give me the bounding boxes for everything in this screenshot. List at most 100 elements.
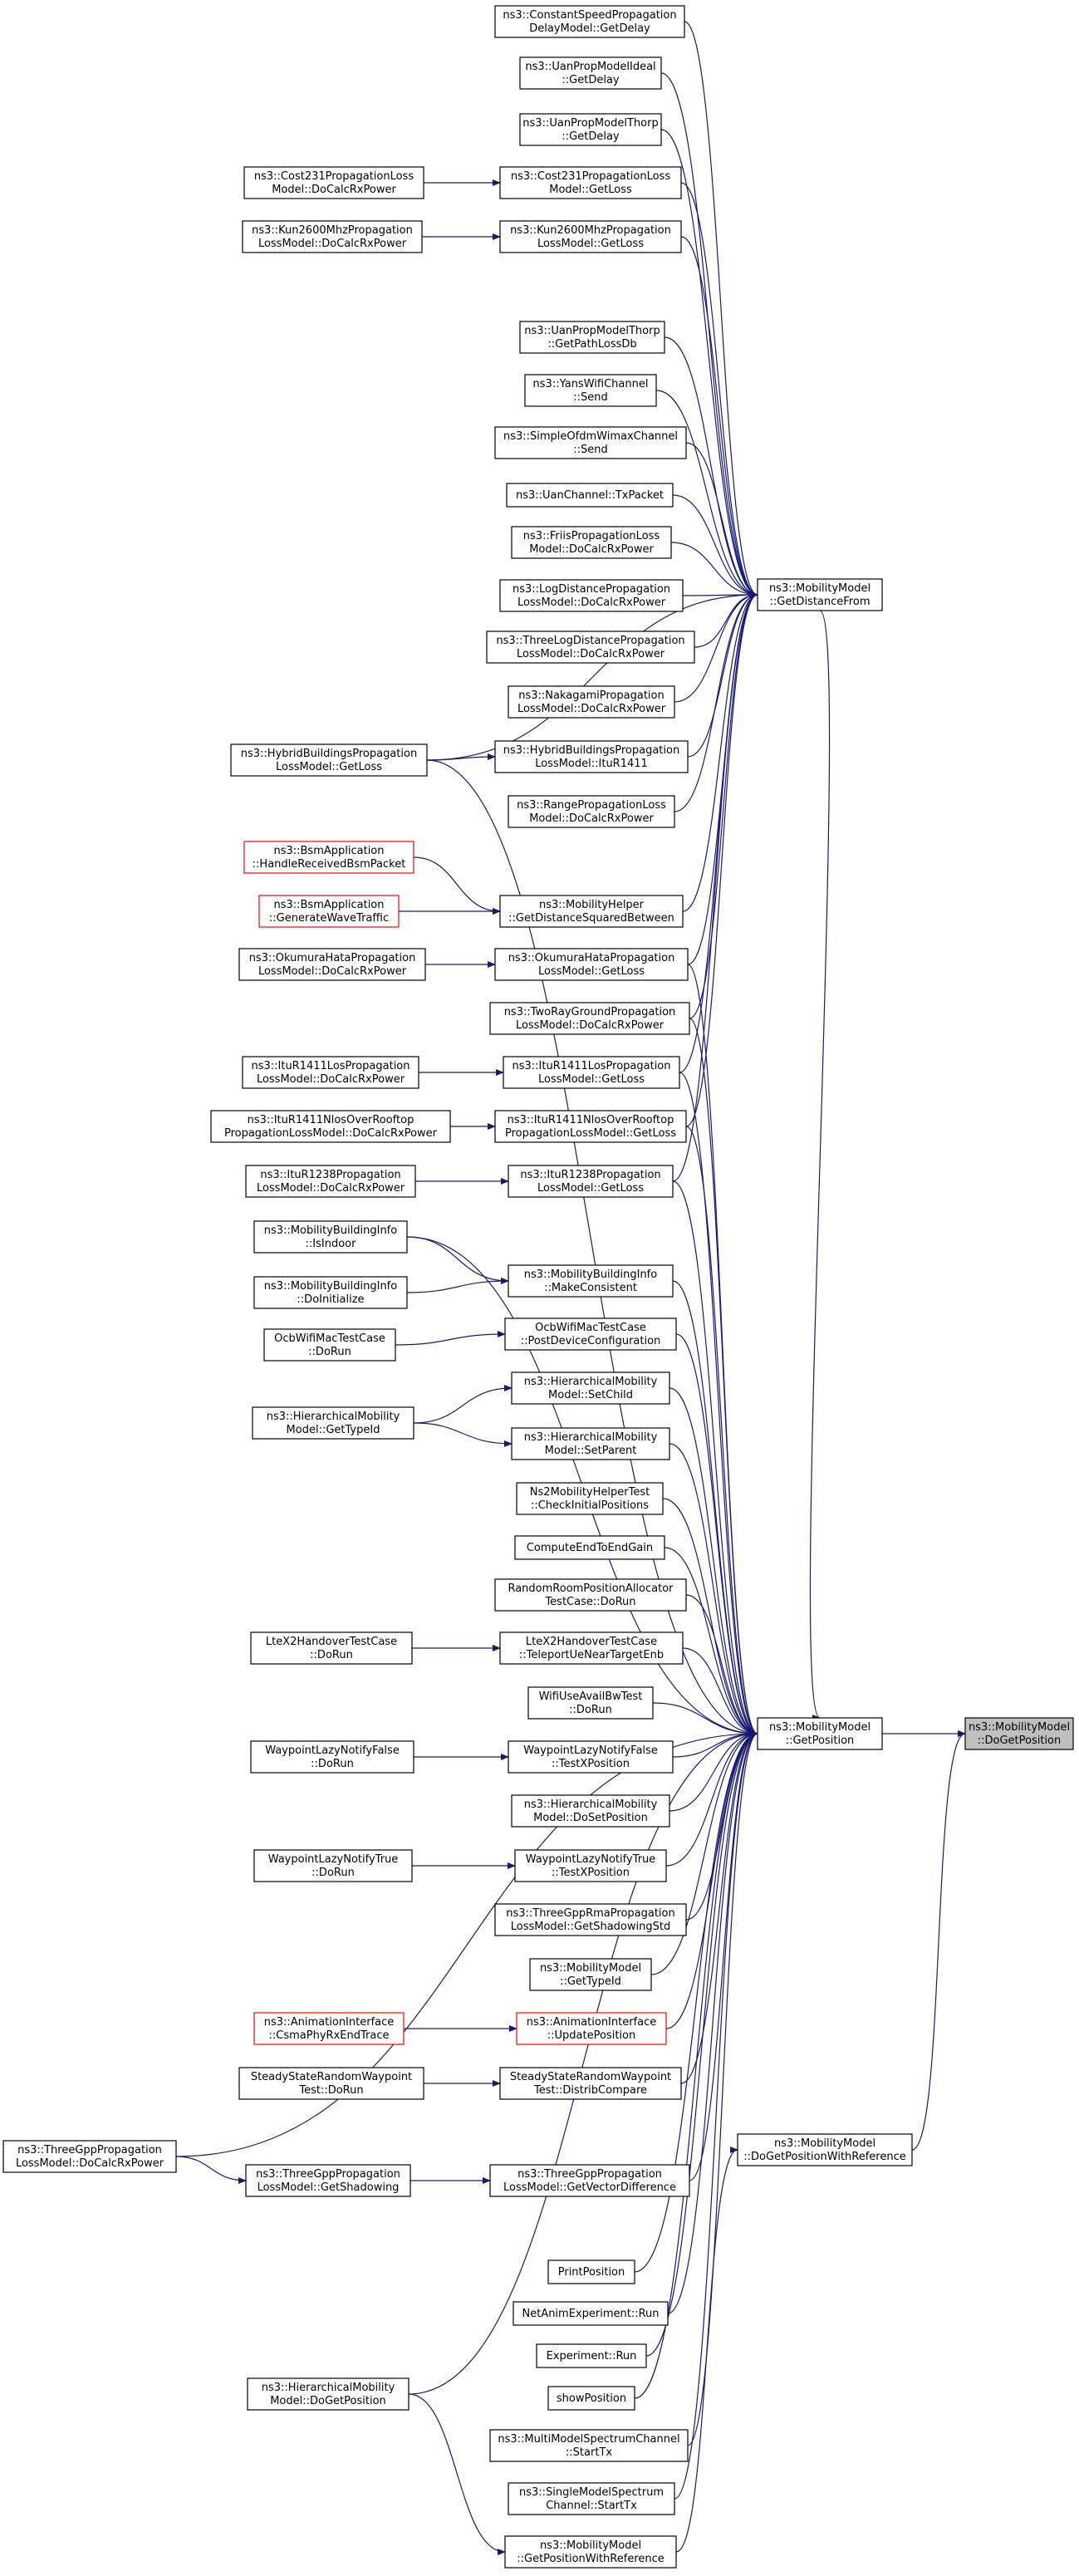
- graph-node-animupdatepos[interactable]: ns3::AnimationInterface::UpdatePosition: [516, 2012, 667, 2045]
- node-label: NetAnimExperiment::Run: [522, 2308, 659, 2320]
- graph-node-nakagami[interactable]: ns3::NakagamiPropagationLossModel::DoCal…: [508, 685, 675, 719]
- call-edge-hiergettypeid-to-hiersetchild: [413, 1385, 513, 1424]
- graph-node-wpltruetestx[interactable]: WaypointLazyNotifyTrue::TestXPosition: [514, 1849, 667, 1882]
- node-box: [245, 2164, 411, 2197]
- graph-node-wpltruedorun[interactable]: WaypointLazyNotifyTrue::DoRun: [253, 1849, 413, 1882]
- node-label: ns3::Cost231PropagationLoss: [254, 170, 414, 183]
- node-box: [250, 1631, 413, 1665]
- node-box: [210, 1110, 451, 1143]
- graph-node-hybriditur1411[interactable]: ns3::HybridBuildingsPropagationLossModel…: [494, 740, 689, 773]
- graph-node-sswpdistrib[interactable]: SteadyStateRandomWaypointTest::DistribCo…: [499, 2067, 682, 2100]
- graph-node-getposition[interactable]: ns3::MobilityModel::GetPosition: [757, 1717, 883, 1750]
- graph-node-uanthorppath[interactable]: ns3::UanPropModelThorp::GetPathLossDb: [519, 321, 665, 354]
- graph-node-experimentrun[interactable]: Experiment::Run: [536, 2343, 647, 2368]
- graph-node-itur1238docalc[interactable]: ns3::ItuR1238PropagationLossModel::DoCal…: [245, 1165, 416, 1198]
- graph-node-cost231docalc[interactable]: ns3::Cost231PropagationLossModel::DoCalc…: [243, 166, 424, 199]
- node-box: [499, 220, 682, 253]
- graph-node-kun2600docalc[interactable]: ns3::Kun2600MhzPropagationLossModel::DoC…: [242, 220, 423, 253]
- graph-node-ltex2dorun[interactable]: LteX2HandoverTestCase::DoRun: [250, 1631, 413, 1665]
- node-box: [757, 1717, 883, 1750]
- node-label: ::DoRun: [311, 1867, 355, 1879]
- graph-node-wplfalsetestx[interactable]: WaypointLazyNotifyFalse::TestXPosition: [508, 1740, 674, 1774]
- graph-node-threegppshadow[interactable]: ns3::ThreeGppPropagationLossModel::GetSh…: [245, 2164, 411, 2197]
- graph-node-logdistance[interactable]: ns3::LogDistancePropagationLossModel::Do…: [499, 579, 684, 612]
- graph-node-mobhelperdist[interactable]: ns3::MobilityHelper::GetDistanceSquaredB…: [499, 895, 684, 928]
- graph-node-multimodelstarttx[interactable]: ns3::MultiModelSpectrumChannel::StartTx: [489, 2429, 689, 2462]
- call-edge-uantxpacket-to-getdistancefrom: [672, 494, 758, 598]
- graph-node-threelog[interactable]: ns3::ThreeLogDistancePropagationLossMode…: [486, 631, 695, 664]
- node-box: [253, 1276, 408, 1309]
- graph-node-ocbdorun[interactable]: OcbWifiMacTestCase::DoRun: [263, 1328, 396, 1362]
- graph-node-yanssend[interactable]: ns3::YansWifiChannel::Send: [524, 374, 657, 407]
- graph-node-constspeed[interactable]: ns3::ConstantSpeedPropagationDelayModel:…: [494, 5, 685, 38]
- graph-node-itur1411nlosgetloss[interactable]: ns3::ItuR1411NlosOverRooftopPropagationL…: [494, 1110, 687, 1143]
- graph-node-computeend[interactable]: ComputeEndToEndGain: [514, 1535, 665, 1560]
- call-edge-hierdogetpos-to-getposwithref: [408, 2393, 506, 2555]
- graph-node-itur1238getloss[interactable]: ns3::ItuR1238PropagationLossModel::GetLo…: [508, 1165, 674, 1198]
- graph-node-mbimakeconsistent[interactable]: ns3::MobilityBuildingInfo::MakeConsisten…: [508, 1264, 674, 1298]
- graph-node-threegppvecdiff[interactable]: ns3::ThreeGppPropagationLossModel::GetVe…: [489, 2164, 690, 2197]
- node-label: ns3::Cost231PropagationLoss: [511, 170, 670, 183]
- graph-node-threegpprma[interactable]: ns3::ThreeGppRmaPropagationLossModel::Ge…: [494, 1903, 687, 1936]
- graph-node-getposwithref[interactable]: ns3::MobilityModel::GetPositionWithRefer…: [504, 2535, 677, 2569]
- graph-node-friis[interactable]: ns3::FriisPropagationLossModel::DoCalcRx…: [511, 526, 672, 559]
- graph-node-uanideal[interactable]: ns3::UanPropModelIdeal::GetDelay: [519, 56, 662, 90]
- graph-node-printposition[interactable]: PrintPosition: [547, 2260, 635, 2284]
- node-label: LossModel::DoCalcRxPower: [516, 1019, 665, 1032]
- node-label: ns3::NakagamiPropagation: [518, 689, 664, 702]
- call-edge-hybridgetloss-to-getposition: [426, 759, 758, 1737]
- node-box: [253, 2012, 405, 2045]
- graph-node-kun2600getloss[interactable]: ns3::Kun2600MhzPropagationLossModel::Get…: [499, 220, 682, 253]
- node-label: LossModel::ItuR1411: [535, 758, 648, 770]
- graph-node-getdistancefrom[interactable]: ns3::MobilityModel::GetDistanceFrom: [757, 578, 883, 611]
- graph-node-cost231getloss[interactable]: ns3::Cost231PropagationLossModel::GetLos…: [499, 166, 682, 199]
- graph-node-hierdogetpos[interactable]: ns3::HierarchicalMobilityModel::DoGetPos…: [247, 2377, 410, 2411]
- graph-node-ltex2teleport[interactable]: LteX2HandoverTestCase::TeleportUeNearTar…: [499, 1631, 684, 1665]
- graph-node-okumuradocalc[interactable]: ns3::OkumuraHataPropagationLossModel::Do…: [238, 948, 426, 981]
- node-label: ::PostDeviceConfiguration: [521, 1335, 661, 1347]
- node-label: ns3::UanPropModelThorp: [522, 117, 658, 130]
- graph-node-hiergettypeid[interactable]: ns3::HierarchicalMobilityModel::GetTypeI…: [252, 1406, 414, 1440]
- graph-node-mbiisindoor[interactable]: ns3::MobilityBuildingInfo::IsIndoor: [253, 1220, 408, 1254]
- graph-node-ofdmwimaxsend[interactable]: ns3::SimpleOfdmWimaxChannel::Send: [494, 426, 687, 459]
- graph-node-animcsma[interactable]: ns3::AnimationInterface::CsmaPhyRxEndTra…: [253, 2012, 405, 2045]
- graph-node-wplfalsedorun[interactable]: WaypointLazyNotifyFalse::DoRun: [250, 1740, 414, 1774]
- graph-node-threegppdocalc[interactable]: ns3::ThreeGppPropagationLossModel::DoCal…: [2, 2140, 177, 2173]
- graph-node-bsmhandle[interactable]: ns3::BsmApplication::HandleReceivedBsmPa…: [243, 841, 414, 874]
- graph-node-wifiuseavail[interactable]: WifiUseAvailBwTest::DoRun: [527, 1686, 654, 1720]
- node-box: [516, 2012, 667, 2045]
- graph-node-okumuragetloss[interactable]: ns3::OkumuraHataPropagationLossModel::Ge…: [494, 948, 689, 981]
- graph-node-netanimrun[interactable]: NetAnimExperiment::Run: [513, 2301, 669, 2326]
- call-edge-ocbpostdevice-to-getposition: [675, 1333, 758, 1737]
- graph-node-ns2check[interactable]: Ns2MobilityHelperTest::CheckInitialPosit…: [516, 1482, 664, 1515]
- graph-node-dogetposwithref[interactable]: ns3::MobilityModel::DoGetPositionWithRef…: [737, 2133, 913, 2166]
- graph-node-uantxpacket[interactable]: ns3::UanChannel::TxPacket: [506, 483, 674, 508]
- node-label: ::UpdatePosition: [547, 2029, 635, 2042]
- node-box: [242, 220, 423, 253]
- graph-node-randomroom[interactable]: RandomRoomPositionAllocatorTestCase::DoR…: [494, 1578, 687, 1612]
- graph-node-ocbpostdevice[interactable]: OcbWifiMacTestCase::PostDeviceConfigurat…: [504, 1317, 677, 1351]
- graph-node-itur1411nlosdocalc[interactable]: ns3::ItuR1411NlosOverRooftopPropagationL…: [210, 1110, 451, 1143]
- call-edge-rangeprop-to-getdistancefrom: [674, 591, 758, 812]
- graph-node-hierdosetpos[interactable]: ns3::HierarchicalMobilityModel::DoSetPos…: [511, 1794, 670, 1828]
- graph-node-mbidoinit[interactable]: ns3::MobilityBuildingInfo::DoInitialize: [253, 1276, 408, 1309]
- graph-node-uanthorpdelay[interactable]: ns3::UanPropModelThorp::GetDelay: [519, 113, 662, 146]
- graph-node-focus[interactable]: ns3::MobilityModel::DoGetPosition: [964, 1717, 1074, 1750]
- graph-node-hiersetparent[interactable]: ns3::HierarchicalMobilityModel::SetParen…: [511, 1427, 670, 1460]
- graph-node-rangeprop[interactable]: ns3::RangePropagationLossModel::DoCalcRx…: [508, 795, 675, 828]
- node-box: [511, 1794, 670, 1828]
- graph-node-showposition[interactable]: showPosition: [547, 2386, 635, 2411]
- graph-node-mobgettypeid[interactable]: ns3::MobilityModel::GetTypeId: [529, 1958, 652, 1991]
- graph-node-itur1411losdocalc[interactable]: ns3::ItuR1411LosPropagationLossModel::Do…: [242, 1056, 419, 1089]
- node-label: Model::DoSetPosition: [533, 1812, 648, 1824]
- node-box: [514, 1849, 667, 1882]
- graph-node-hybridgetloss[interactable]: ns3::HybridBuildingsPropagationLossModel…: [230, 743, 428, 777]
- node-box: [513, 2301, 669, 2326]
- graph-node-tworay[interactable]: ns3::TwoRayGroundPropagationLossModel::D…: [489, 1002, 690, 1035]
- graph-node-bsmgenerate[interactable]: ns3::BsmApplication::GenerateWaveTraffic: [258, 895, 400, 928]
- graph-node-itur1411losgetloss[interactable]: ns3::ItuR1411LosPropagationLossModel::Ge…: [503, 1056, 680, 1089]
